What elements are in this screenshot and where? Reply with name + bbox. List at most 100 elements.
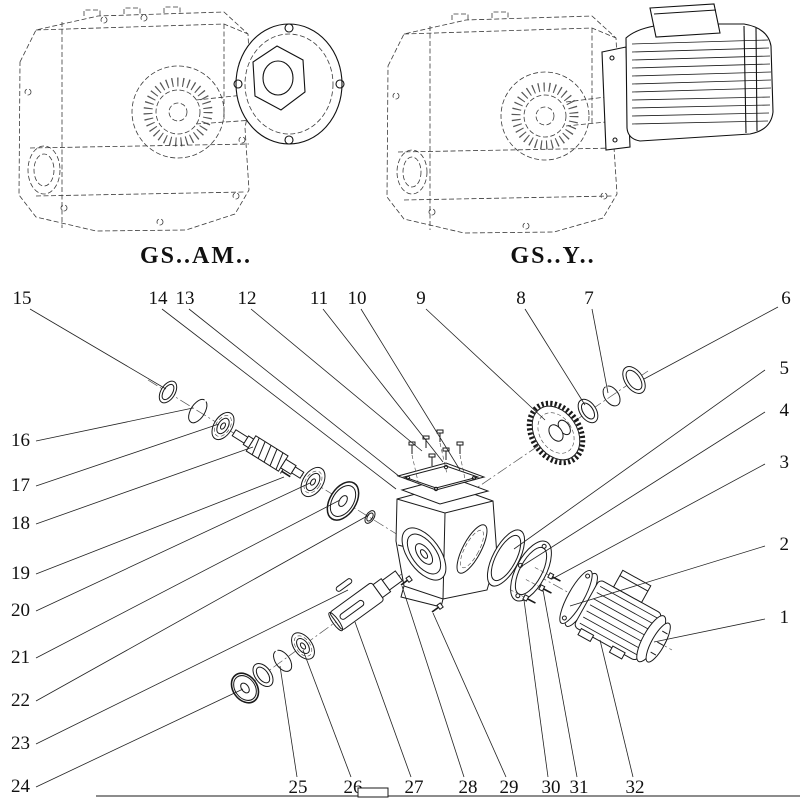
leader-line-19	[35, 476, 285, 575]
part-number-6: 6	[781, 288, 791, 309]
leader-line-23	[35, 589, 349, 745]
leader-line-27	[354, 621, 412, 778]
motor-flange-face	[456, 524, 488, 574]
leader-line-20	[35, 482, 311, 612]
leader-line-10	[360, 308, 461, 471]
leader-line-17	[35, 423, 220, 487]
part-number-27: 27	[405, 777, 424, 798]
leader-line-15	[29, 308, 167, 390]
leader-line-21	[35, 499, 341, 659]
part-number-13: 13	[176, 288, 195, 309]
ball-bearing	[300, 466, 326, 498]
output-flange	[233, 23, 345, 145]
part-number-18: 18	[11, 513, 30, 534]
part-number-2: 2	[780, 534, 790, 555]
ball-bearing	[291, 632, 315, 660]
terminal-box	[612, 569, 652, 604]
spacer-ring	[577, 398, 599, 424]
part-number-23: 23	[11, 733, 30, 754]
part-number-12: 12	[238, 288, 257, 309]
leader-line-16	[35, 407, 194, 442]
leader-line-6	[643, 306, 779, 380]
input-bore-ghost	[500, 71, 590, 161]
input-bore-ghost	[131, 65, 225, 159]
page-frame-tab	[357, 787, 389, 798]
part-number-8: 8	[516, 288, 526, 309]
flange-bolt	[509, 589, 536, 604]
part-number-28: 28	[459, 777, 478, 798]
part-number-29: 29	[500, 777, 519, 798]
gearbox-ghost-gsam	[18, 6, 345, 232]
part-number-19: 19	[11, 563, 30, 584]
part-number-3: 3	[780, 452, 790, 473]
part-number-20: 20	[11, 600, 30, 621]
gear-housing	[395, 484, 498, 608]
shaft-key	[335, 578, 353, 592]
leader-line-7	[591, 308, 609, 394]
housing-screw	[400, 575, 413, 586]
worm-gear-disc	[326, 481, 360, 521]
leader-line-4	[521, 411, 766, 567]
part-number-11: 11	[310, 288, 328, 309]
part-number-32: 32	[626, 777, 645, 798]
leader-line-2	[569, 545, 766, 607]
leader-line-28	[401, 585, 465, 778]
flange-bolt	[525, 579, 552, 594]
output-shaft-parts	[230, 570, 444, 704]
housing-screw	[431, 602, 444, 613]
part-number-15: 15	[13, 288, 32, 309]
leader-line-29	[432, 612, 507, 778]
part-number-30: 30	[542, 777, 561, 798]
leader-line-3	[551, 463, 766, 580]
worm-shaft-parts	[158, 380, 376, 524]
part-number-24: 24	[11, 776, 31, 797]
leader-line-25	[279, 665, 298, 778]
variant-caption-gsy: GS..Y..	[510, 243, 595, 269]
part-number-10: 10	[348, 288, 367, 309]
motor-flange-parts	[486, 529, 561, 604]
leader-line-9	[425, 308, 546, 421]
leader-line-5	[513, 369, 766, 550]
oil-seal	[158, 380, 178, 404]
leader-line-8	[524, 308, 586, 406]
gear-and-rings	[526, 366, 646, 466]
cover-plate	[396, 462, 486, 491]
leader-line-18	[35, 446, 254, 525]
part-number-22: 22	[11, 690, 30, 711]
circlip	[602, 385, 621, 407]
ball-bearing	[211, 411, 235, 441]
leader-line-31	[542, 589, 578, 778]
leader-line-14	[161, 308, 397, 490]
leader-line-26	[302, 649, 352, 778]
part-number-31: 31	[570, 777, 589, 798]
part-number-17: 17	[11, 475, 30, 496]
electric-motor	[601, 3, 774, 151]
part-number-21: 21	[11, 647, 30, 668]
part-number-9: 9	[416, 288, 426, 309]
gearbox-ghost-gsy	[386, 3, 774, 234]
leader-line-13	[188, 308, 401, 478]
part-number-25: 25	[289, 777, 308, 798]
part-number-1: 1	[780, 607, 790, 628]
variant-caption-gsam: GS..AM..	[140, 243, 252, 269]
leader-line-22	[35, 514, 370, 702]
worm-shaft	[231, 429, 305, 479]
terminal-box	[649, 3, 721, 38]
end-washer	[230, 672, 260, 704]
leader-line-30	[523, 599, 549, 778]
drive-motor	[559, 569, 671, 663]
part-number-7: 7	[584, 288, 594, 309]
leader-line-24	[35, 688, 244, 788]
leader-line-12	[250, 308, 423, 452]
leader-line-11	[322, 308, 444, 463]
part-number-16: 16	[11, 430, 30, 451]
shim-ring	[622, 366, 646, 394]
leader-line-1	[653, 618, 766, 643]
part-number-5: 5	[780, 358, 790, 379]
oil-seal	[252, 662, 274, 688]
circlip	[188, 399, 208, 424]
cover-bolts	[408, 429, 466, 487]
